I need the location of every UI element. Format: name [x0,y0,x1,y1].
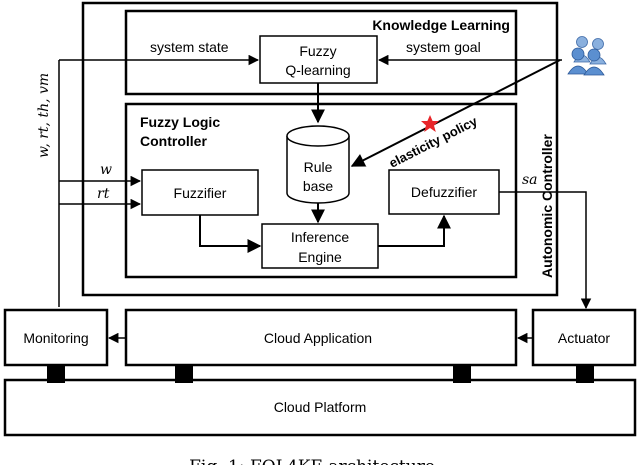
connector-square [175,365,193,383]
figure-caption: Fig. 1: FQL4KE architecture [189,457,435,465]
actuator-box [531,308,637,367]
sa-label: sa [522,172,538,188]
flc-label-line2: Controller [140,133,207,149]
system-goal-label: system goal [406,39,481,55]
defuzzifier-label: Defuzzifier [411,184,477,200]
connector-square [47,365,65,383]
fuzzifier-label: Fuzzifier [174,185,227,201]
sa-to-actuator-arrow [499,191,592,310]
fuzzifier-box [141,169,259,216]
cloud-platform-label: Cloud Platform [274,399,367,415]
monitor-signals-label: w, rt, th, vm [36,73,52,158]
cloud-application-label: Cloud Application [264,330,372,346]
cloud-application-box [124,308,518,367]
fuzzy-qlearning-line2: Q-learning [285,62,350,78]
actuator-label: Actuator [558,330,610,346]
inference-engine-line2: Engine [298,249,342,265]
autonomic-controller-label: Autonomic Controller [539,134,555,278]
inference-engine-line1: Inference [291,229,350,245]
rule-base-line1: Rule [304,159,333,175]
connector-square [576,365,594,383]
knowledge-learning-label: Knowledge Learning [372,17,510,33]
system-state-label: system state [150,39,229,55]
autonomic-controller-box [81,1,559,297]
inference-to-defuzzifier-arrow [378,214,451,247]
fuzzy-logic-controller-box [124,102,518,279]
fuzzy-qlearning-line1: Fuzzy [299,43,336,59]
elasticity-policy-arrow [350,59,561,167]
rt-label: rt [97,186,110,202]
inference-engine-box [261,223,379,269]
connector-square [453,365,471,383]
star-marker-icon [421,115,439,132]
flc-label-line1: Fuzzy Logic [140,114,220,130]
cloud-platform-box [3,378,637,437]
knowledge-learning-box [124,9,518,96]
rule-base-cylinder [286,125,350,204]
monitoring-label: Monitoring [23,330,88,346]
fuzzy-qlearning-box [259,35,378,84]
w-label: w [100,162,112,178]
monitoring-box [3,308,109,367]
rule-base-line2: base [303,178,334,194]
fuzzifier-to-inference-arrow [199,215,262,253]
users-group-icon [567,36,607,76]
